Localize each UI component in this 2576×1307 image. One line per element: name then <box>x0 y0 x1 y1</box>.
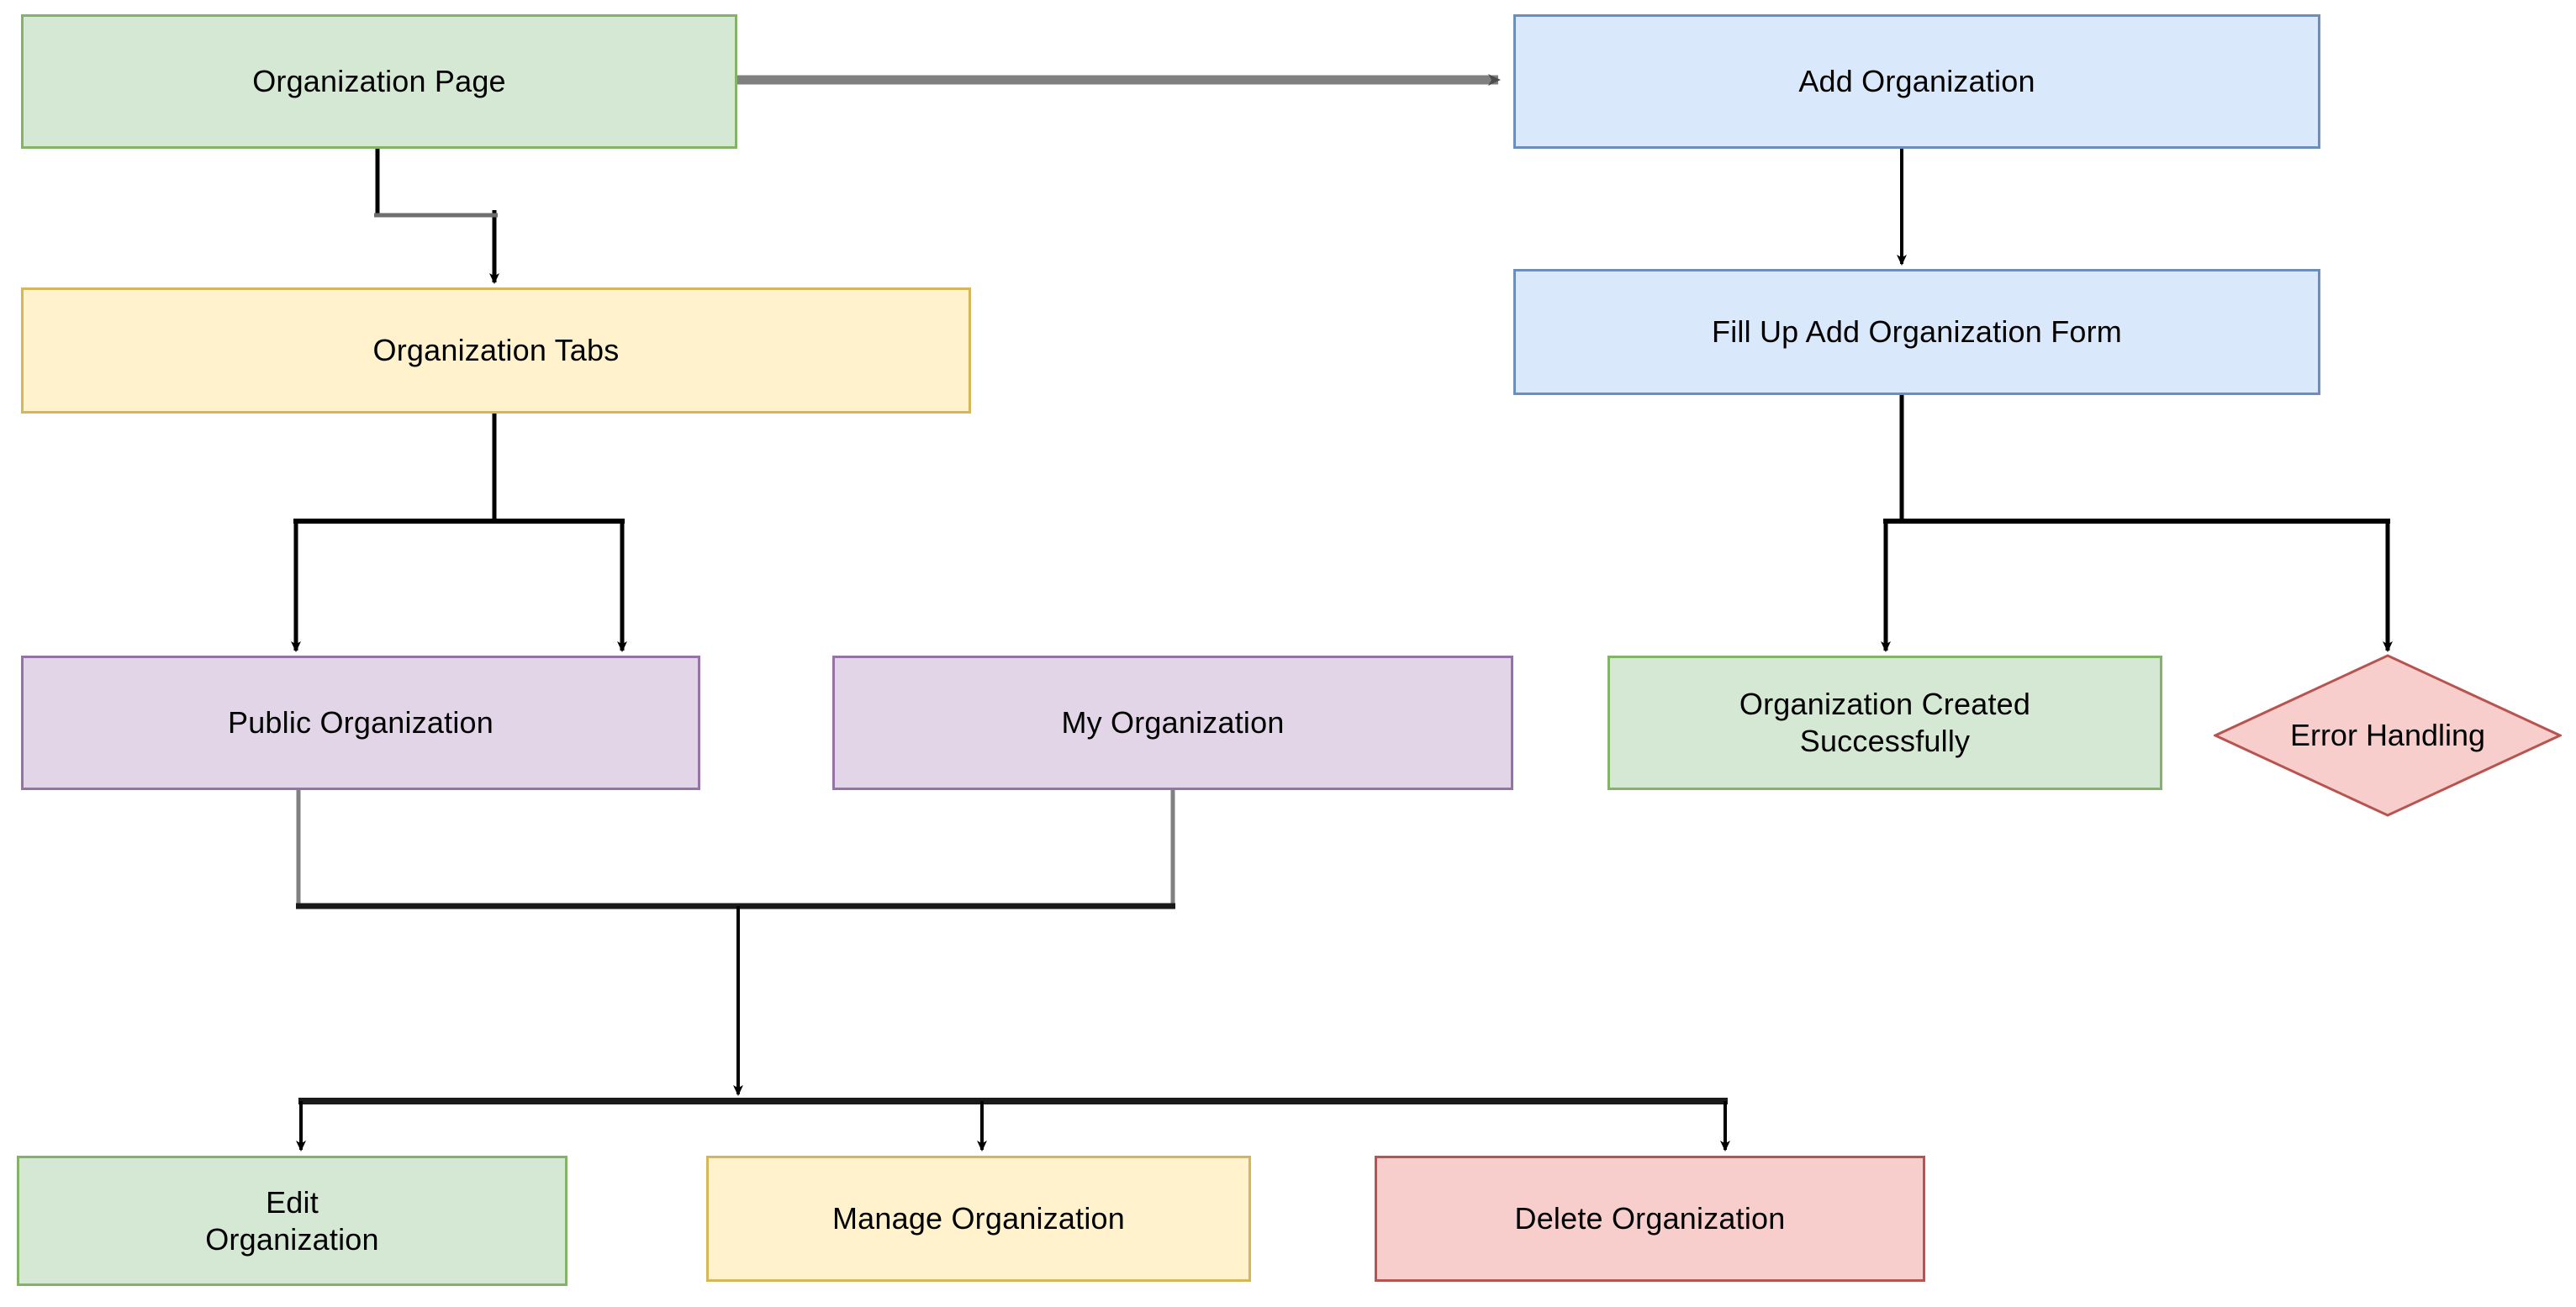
node-delete-organization[interactable]: Delete Organization <box>1375 1156 1925 1282</box>
edge-organization-page-to-organization-tabs <box>374 148 499 284</box>
edge-actions-fork <box>296 1101 1730 1152</box>
node-add-organization[interactable]: Add Organization <box>1513 14 2320 149</box>
node-organization-created-successfully-label: Organization Created Successfully <box>1739 687 2031 758</box>
node-my-organization-label: My Organization <box>1061 705 1285 740</box>
node-my-organization[interactable]: My Organization <box>832 656 1513 790</box>
edge-organizations-merge <box>296 790 1175 909</box>
node-organization-tabs[interactable]: Organization Tabs <box>21 287 971 414</box>
edge-organization-tabs-fork <box>291 414 627 652</box>
node-public-organization[interactable]: Public Organization <box>21 656 700 790</box>
node-edit-organization[interactable]: Edit Organization <box>17 1156 567 1286</box>
error-handling-diamond-shape <box>2214 654 2562 817</box>
node-organization-page[interactable]: Organization Page <box>21 14 737 149</box>
node-error-handling-label: Error Handling <box>2289 718 2486 752</box>
node-fill-up-add-organization-form-label: Fill Up Add Organization Form <box>1712 314 2122 350</box>
node-add-organization-label: Add Organization <box>1798 64 2035 99</box>
node-error-handling[interactable]: Error Handling <box>2214 654 2562 817</box>
edge-merge-to-actions-bar <box>298 906 1728 1104</box>
node-edit-organization-label: Edit Organization <box>205 1184 379 1257</box>
node-manage-organization[interactable]: Manage Organization <box>706 1156 1251 1282</box>
node-manage-organization-label: Manage Organization <box>831 1201 1125 1236</box>
node-fill-up-add-organization-form[interactable]: Fill Up Add Organization Form <box>1513 269 2320 395</box>
node-delete-organization-label: Delete Organization <box>1514 1201 1786 1236</box>
node-organization-tabs-label: Organization Tabs <box>372 333 620 368</box>
edge-fill-up-form-fork <box>1881 395 2393 652</box>
node-organization-page-label: Organization Page <box>252 64 506 99</box>
node-public-organization-label: Public Organization <box>228 705 494 740</box>
node-organization-created-successfully[interactable]: Organization Created Successfully <box>1607 656 2162 790</box>
